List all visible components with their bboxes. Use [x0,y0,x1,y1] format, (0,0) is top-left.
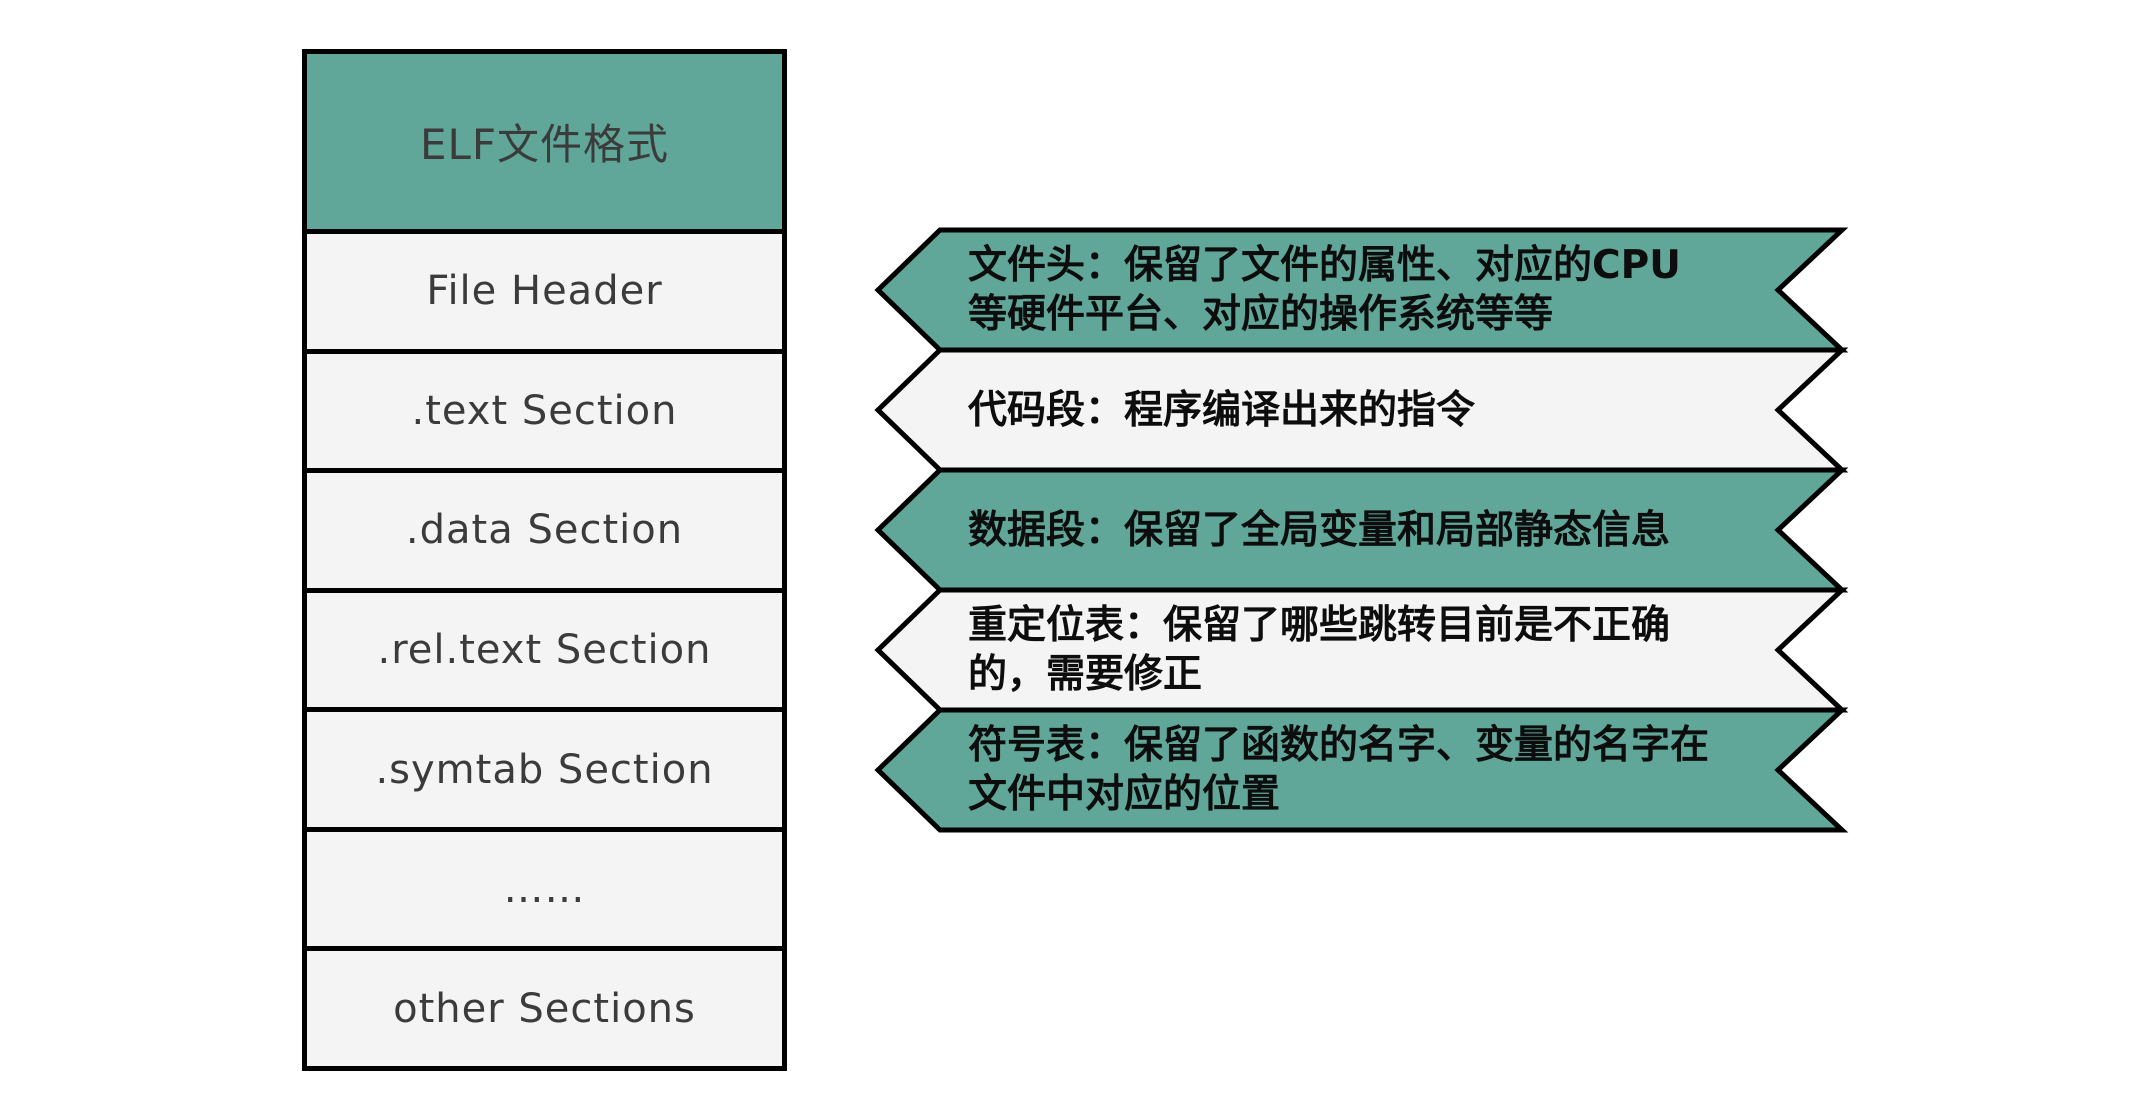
ribbon-data-section: 数据段：保留了全局变量和局部静态信息 [874,467,1849,593]
ribbon-text-line: 重定位表：保留了哪些跳转目前是不正确 [968,603,1671,648]
ribbon-text-line: 符号表：保留了函数的名字、变量的名字在 [968,723,1710,768]
stack-header-label: ELF文件格式 [419,120,670,169]
stack-row-label: …… [503,866,586,913]
ribbon-text-section: 代码段：程序编译出来的指令 [874,347,1849,473]
stack-row-other-sections: other Sections [307,951,782,1067]
ribbon-banner-shape [874,707,1849,833]
stack-row-text-section: .text Section [307,353,782,469]
stack-row-ellipsis: …… [307,831,782,947]
stack-row-file-header: File Header [307,234,782,349]
ribbon-data-section-text: 数据段：保留了全局变量和局部静态信息 [968,470,1780,590]
ribbon-text-line: 文件中对应的位置 [968,772,1281,817]
ribbon-text-section-text: 代码段：程序编译出来的指令 [968,350,1780,470]
stack-row-label: other Sections [393,985,696,1032]
elf-stack: ELF文件格式 File Header .text Section .data … [302,49,787,1071]
ribbon-text-line: 数据段：保留了全局变量和局部静态信息 [968,507,1671,553]
stack-row-symtab-section: .symtab Section [307,712,782,827]
ribbon-symtab-section: 符号表：保留了函数的名字、变量的名字在 文件中对应的位置 [874,707,1849,833]
stack-row-rel-text-section: .rel.text Section [307,592,782,708]
ribbon-text-line: 文件头：保留了文件的属性、对应的CPU [968,243,1681,288]
stack-row-label: File Header [426,268,663,315]
ribbon-text-line: 等硬件平台、对应的操作系统等等 [968,292,1554,337]
stack-row-label: .rel.text Section [377,627,712,674]
stack-row-label: .symtab Section [375,746,714,793]
stack-row-data-section: .data Section [307,473,782,588]
ribbon-text-line: 的，需要修正 [968,652,1203,697]
ribbon-text-line: 代码段：程序编译出来的指令 [968,387,1476,433]
stack-header: ELF文件格式 [307,54,782,229]
ribbon-rel-text-section-text: 重定位表：保留了哪些跳转目前是不正确 的，需要修正 [968,590,1780,710]
ribbon-banner-polygon [874,707,1849,833]
ribbon-file-header-text: 文件头：保留了文件的属性、对应的CPU 等硬件平台、对应的操作系统等等 [968,230,1780,350]
ribbon-file-header: 文件头：保留了文件的属性、对应的CPU 等硬件平台、对应的操作系统等等 [874,227,1849,353]
ribbon-rel-text-section: 重定位表：保留了哪些跳转目前是不正确 的，需要修正 [874,587,1849,713]
ribbon-symtab-section-text: 符号表：保留了函数的名字、变量的名字在 文件中对应的位置 [968,710,1780,830]
stack-row-label: .text Section [411,387,678,434]
stack-row-label: .data Section [405,507,684,554]
